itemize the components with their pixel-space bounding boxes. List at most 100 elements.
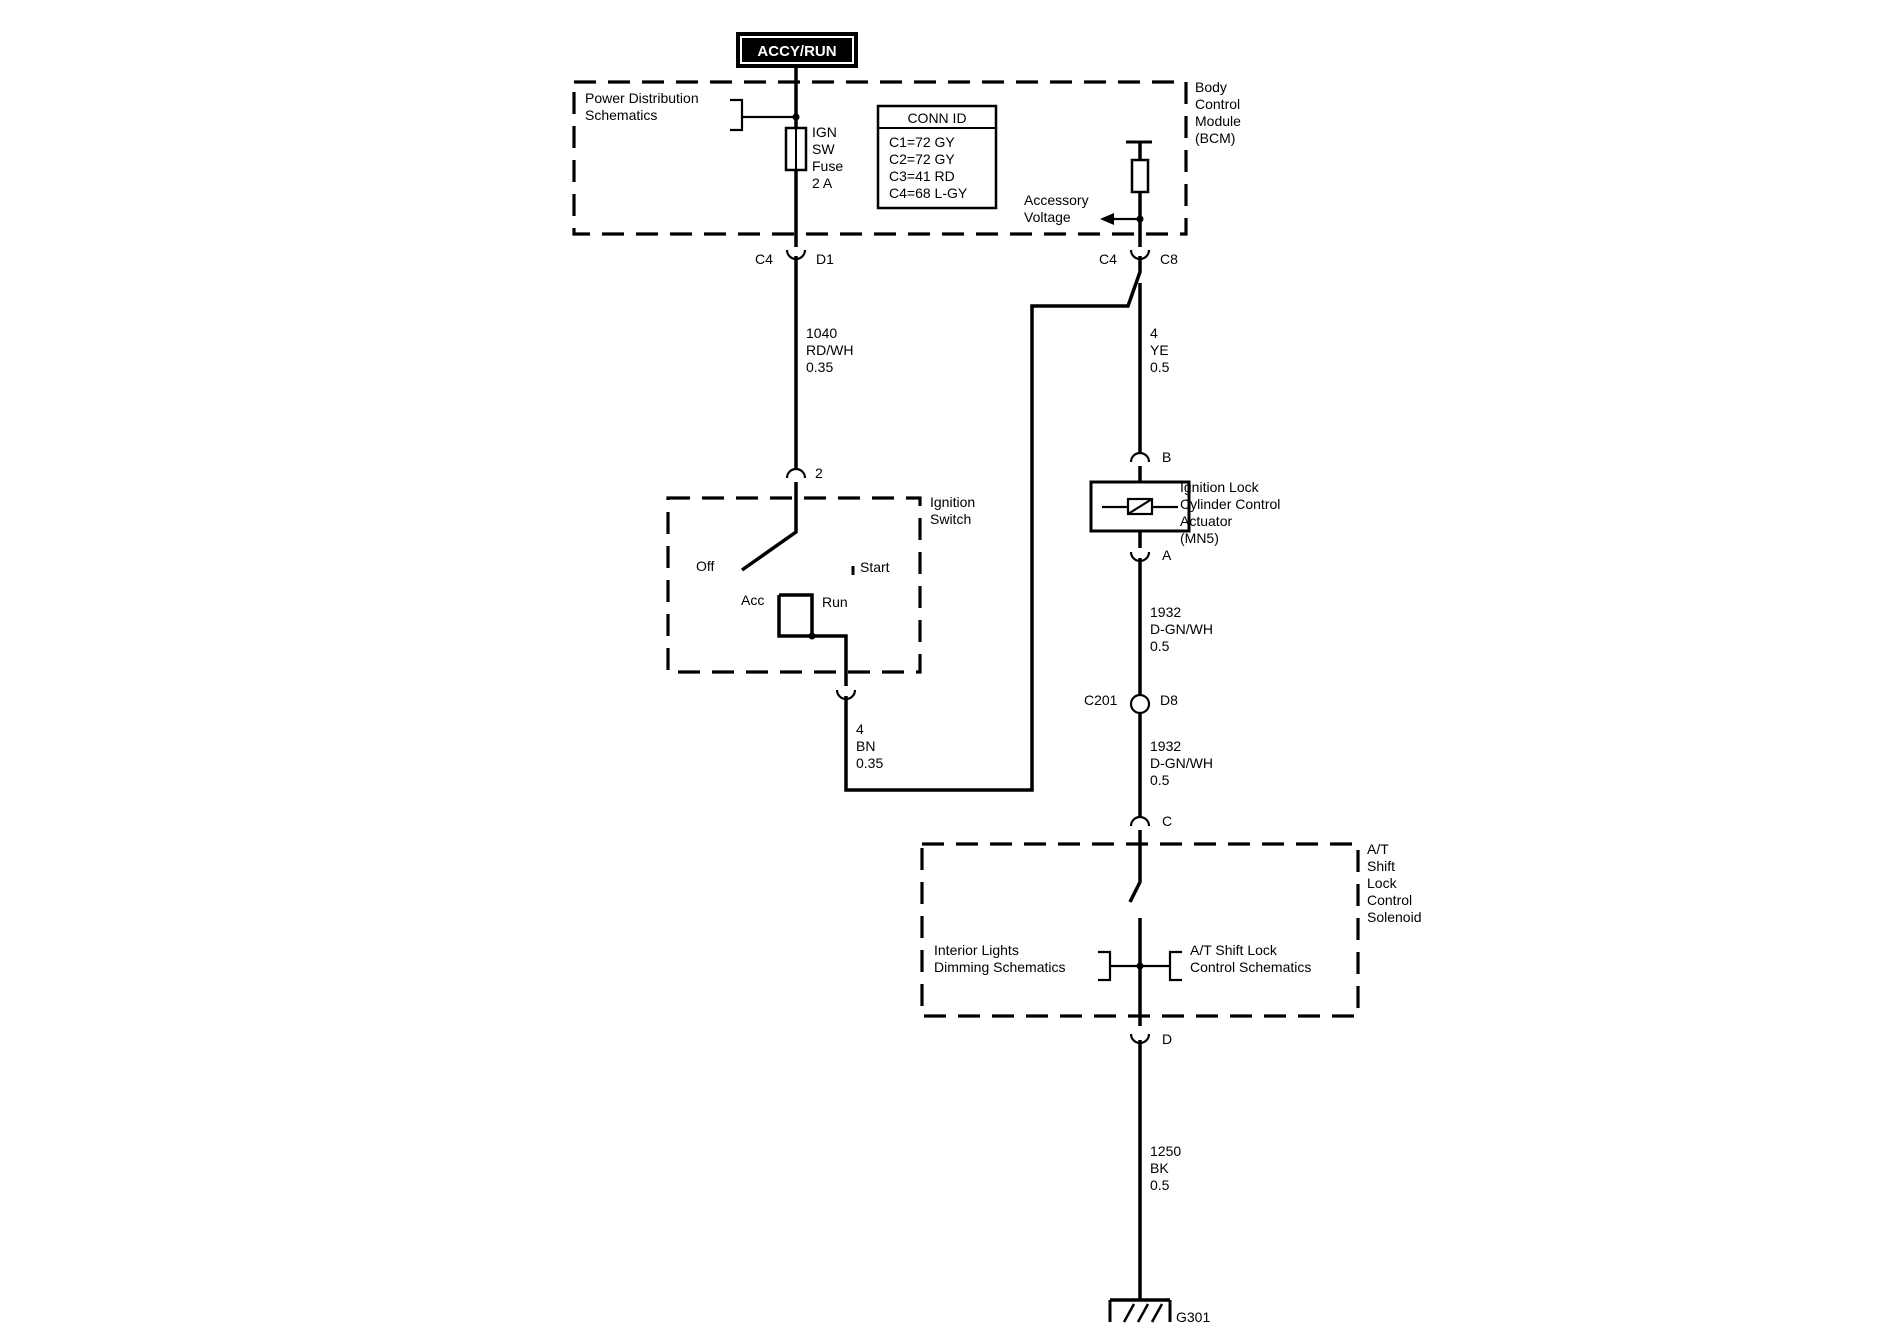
svg-text:Cylinder Control: Cylinder Control [1180, 496, 1280, 512]
ignition-switch-pin-2: 2 [785, 465, 823, 481]
bcm-boundary [572, 80, 1188, 236]
wire-1040-label: 1040 RD/WH 0.35 [806, 325, 853, 375]
conn-id-row: C3=41 RD [889, 168, 955, 184]
svg-text:YE: YE [1150, 342, 1169, 358]
power-source: ACCY/RUN [736, 32, 858, 68]
shift-lock-reference: A/T Shift Lock Control Schematics [1190, 942, 1311, 975]
svg-text:D1: D1 [816, 251, 834, 267]
ignition-switch-name: Ignition Switch [930, 494, 975, 527]
svg-text:Power Distribution: Power Distribution [585, 90, 699, 106]
svg-text:(MN5): (MN5) [1180, 530, 1219, 546]
svg-text:Control Schematics: Control Schematics [1190, 959, 1311, 975]
svg-text:C: C [1162, 813, 1172, 829]
bcm-name: Body Control Module (BCM) [1195, 79, 1241, 146]
ground-label: G301 [1176, 1309, 1210, 1325]
svg-text:Body: Body [1195, 79, 1227, 95]
position-acc: Acc [741, 592, 764, 608]
svg-text:Ignition: Ignition [930, 494, 975, 510]
svg-text:0.5: 0.5 [1150, 772, 1170, 788]
conn-id-table: CONN ID C1=72 GY C2=72 GY C3=41 RD C4=68… [876, 104, 998, 210]
accessory-voltage-label: Accessory Voltage [1024, 192, 1089, 225]
svg-text:Switch: Switch [930, 511, 971, 527]
svg-text:C4: C4 [1099, 251, 1117, 267]
svg-text:2: 2 [815, 465, 823, 481]
fuse-label: IGN SW Fuse 2 A [812, 124, 843, 191]
svg-text:C4: C4 [755, 251, 773, 267]
svg-text:1040: 1040 [806, 325, 837, 341]
ground-symbol: G301 [1108, 1298, 1210, 1325]
svg-text:C8: C8 [1160, 251, 1178, 267]
svg-text:C201: C201 [1084, 692, 1118, 708]
conn-id-title: CONN ID [907, 110, 966, 126]
svg-text:Interior Lights: Interior Lights [934, 942, 1019, 958]
svg-text:Voltage: Voltage [1024, 209, 1071, 225]
svg-text:BK: BK [1150, 1160, 1169, 1176]
position-off: Off [696, 558, 715, 574]
svg-text:Accessory: Accessory [1024, 192, 1089, 208]
svg-text:D: D [1162, 1031, 1172, 1047]
svg-text:Control: Control [1195, 96, 1240, 112]
svg-text:1932: 1932 [1150, 604, 1181, 620]
wire-1932-upper-label: 1932 D-GN/WH 0.5 [1150, 604, 1213, 654]
solenoid-switch [1098, 830, 1182, 1026]
connector-c201-d8: C201 D8 [1084, 692, 1178, 715]
wire-1932-lower-label: 1932 D-GN/WH 0.5 [1150, 738, 1213, 788]
power-source-label: ACCY/RUN [757, 43, 836, 60]
svg-text:RD/WH: RD/WH [806, 342, 853, 358]
svg-text:Ignition Lock: Ignition Lock [1180, 479, 1260, 495]
svg-text:0.35: 0.35 [856, 755, 883, 771]
svg-text:Lock: Lock [1367, 875, 1398, 891]
ignition-switch-boundary [666, 496, 922, 674]
interior-lights-reference: Interior Lights Dimming Schematics [934, 942, 1065, 975]
actuator-pin-b: B [1129, 449, 1171, 465]
svg-text:0.5: 0.5 [1150, 1177, 1170, 1193]
svg-text:A/T: A/T [1367, 841, 1389, 857]
svg-text:1932: 1932 [1150, 738, 1181, 754]
wire-4-bn-label: 4 BN 0.35 [856, 721, 883, 771]
bcm-pullup-resistor [1100, 140, 1152, 247]
svg-text:D-GN/WH: D-GN/WH [1150, 755, 1213, 771]
svg-text:D-GN/WH: D-GN/WH [1150, 621, 1213, 637]
fuse-symbol [784, 126, 808, 172]
svg-text:Shift: Shift [1367, 858, 1395, 874]
svg-text:4: 4 [1150, 325, 1158, 341]
svg-text:Actuator: Actuator [1180, 513, 1232, 529]
power-distribution-reference: Power Distribution Schematics [585, 90, 800, 132]
svg-text:IGN: IGN [812, 124, 837, 140]
svg-text:Fuse: Fuse [812, 158, 843, 174]
svg-text:2 A: 2 A [812, 175, 833, 191]
position-run: Run [822, 594, 848, 610]
wire-1250-label: 1250 BK 0.5 [1150, 1143, 1181, 1193]
svg-text:A/T Shift Lock: A/T Shift Lock [1190, 942, 1278, 958]
wire-4-ye-label: 4 YE 0.5 [1150, 325, 1170, 375]
svg-text:Solenoid: Solenoid [1367, 909, 1422, 925]
svg-text:(BCM): (BCM) [1195, 130, 1235, 146]
actuator-symbol [1089, 480, 1191, 533]
svg-text:Control: Control [1367, 892, 1412, 908]
svg-text:0.5: 0.5 [1150, 638, 1170, 654]
conn-id-row: C2=72 GY [889, 151, 955, 167]
svg-text:SW: SW [812, 141, 835, 157]
conn-id-row: C4=68 L-GY [889, 185, 968, 201]
svg-text:Dimming Schematics: Dimming Schematics [934, 959, 1065, 975]
connector-c4-d1: C4 D1 [755, 249, 834, 267]
solenoid-name: A/T Shift Lock Control Solenoid [1367, 841, 1422, 925]
solenoid-pin-d: D [1129, 1031, 1172, 1047]
svg-text:4: 4 [856, 721, 864, 737]
solenoid-pin-c: C [1129, 813, 1172, 829]
svg-text:1250: 1250 [1150, 1143, 1181, 1159]
wire-4-bn [844, 256, 1142, 792]
conn-id-row: C1=72 GY [889, 134, 955, 150]
actuator-name: Ignition Lock Cylinder Control Actuator … [1180, 479, 1280, 546]
svg-text:Schematics: Schematics [585, 107, 657, 123]
svg-text:0.5: 0.5 [1150, 359, 1170, 375]
svg-text:0.35: 0.35 [806, 359, 833, 375]
actuator-pin-a: A [1129, 547, 1172, 563]
svg-text:BN: BN [856, 738, 875, 754]
position-start: Start [860, 559, 890, 575]
svg-text:B: B [1162, 449, 1171, 465]
ignition-switch-positions: Off Acc Run Start [696, 558, 890, 686]
svg-text:Module: Module [1195, 113, 1241, 129]
svg-text:A: A [1162, 547, 1172, 563]
